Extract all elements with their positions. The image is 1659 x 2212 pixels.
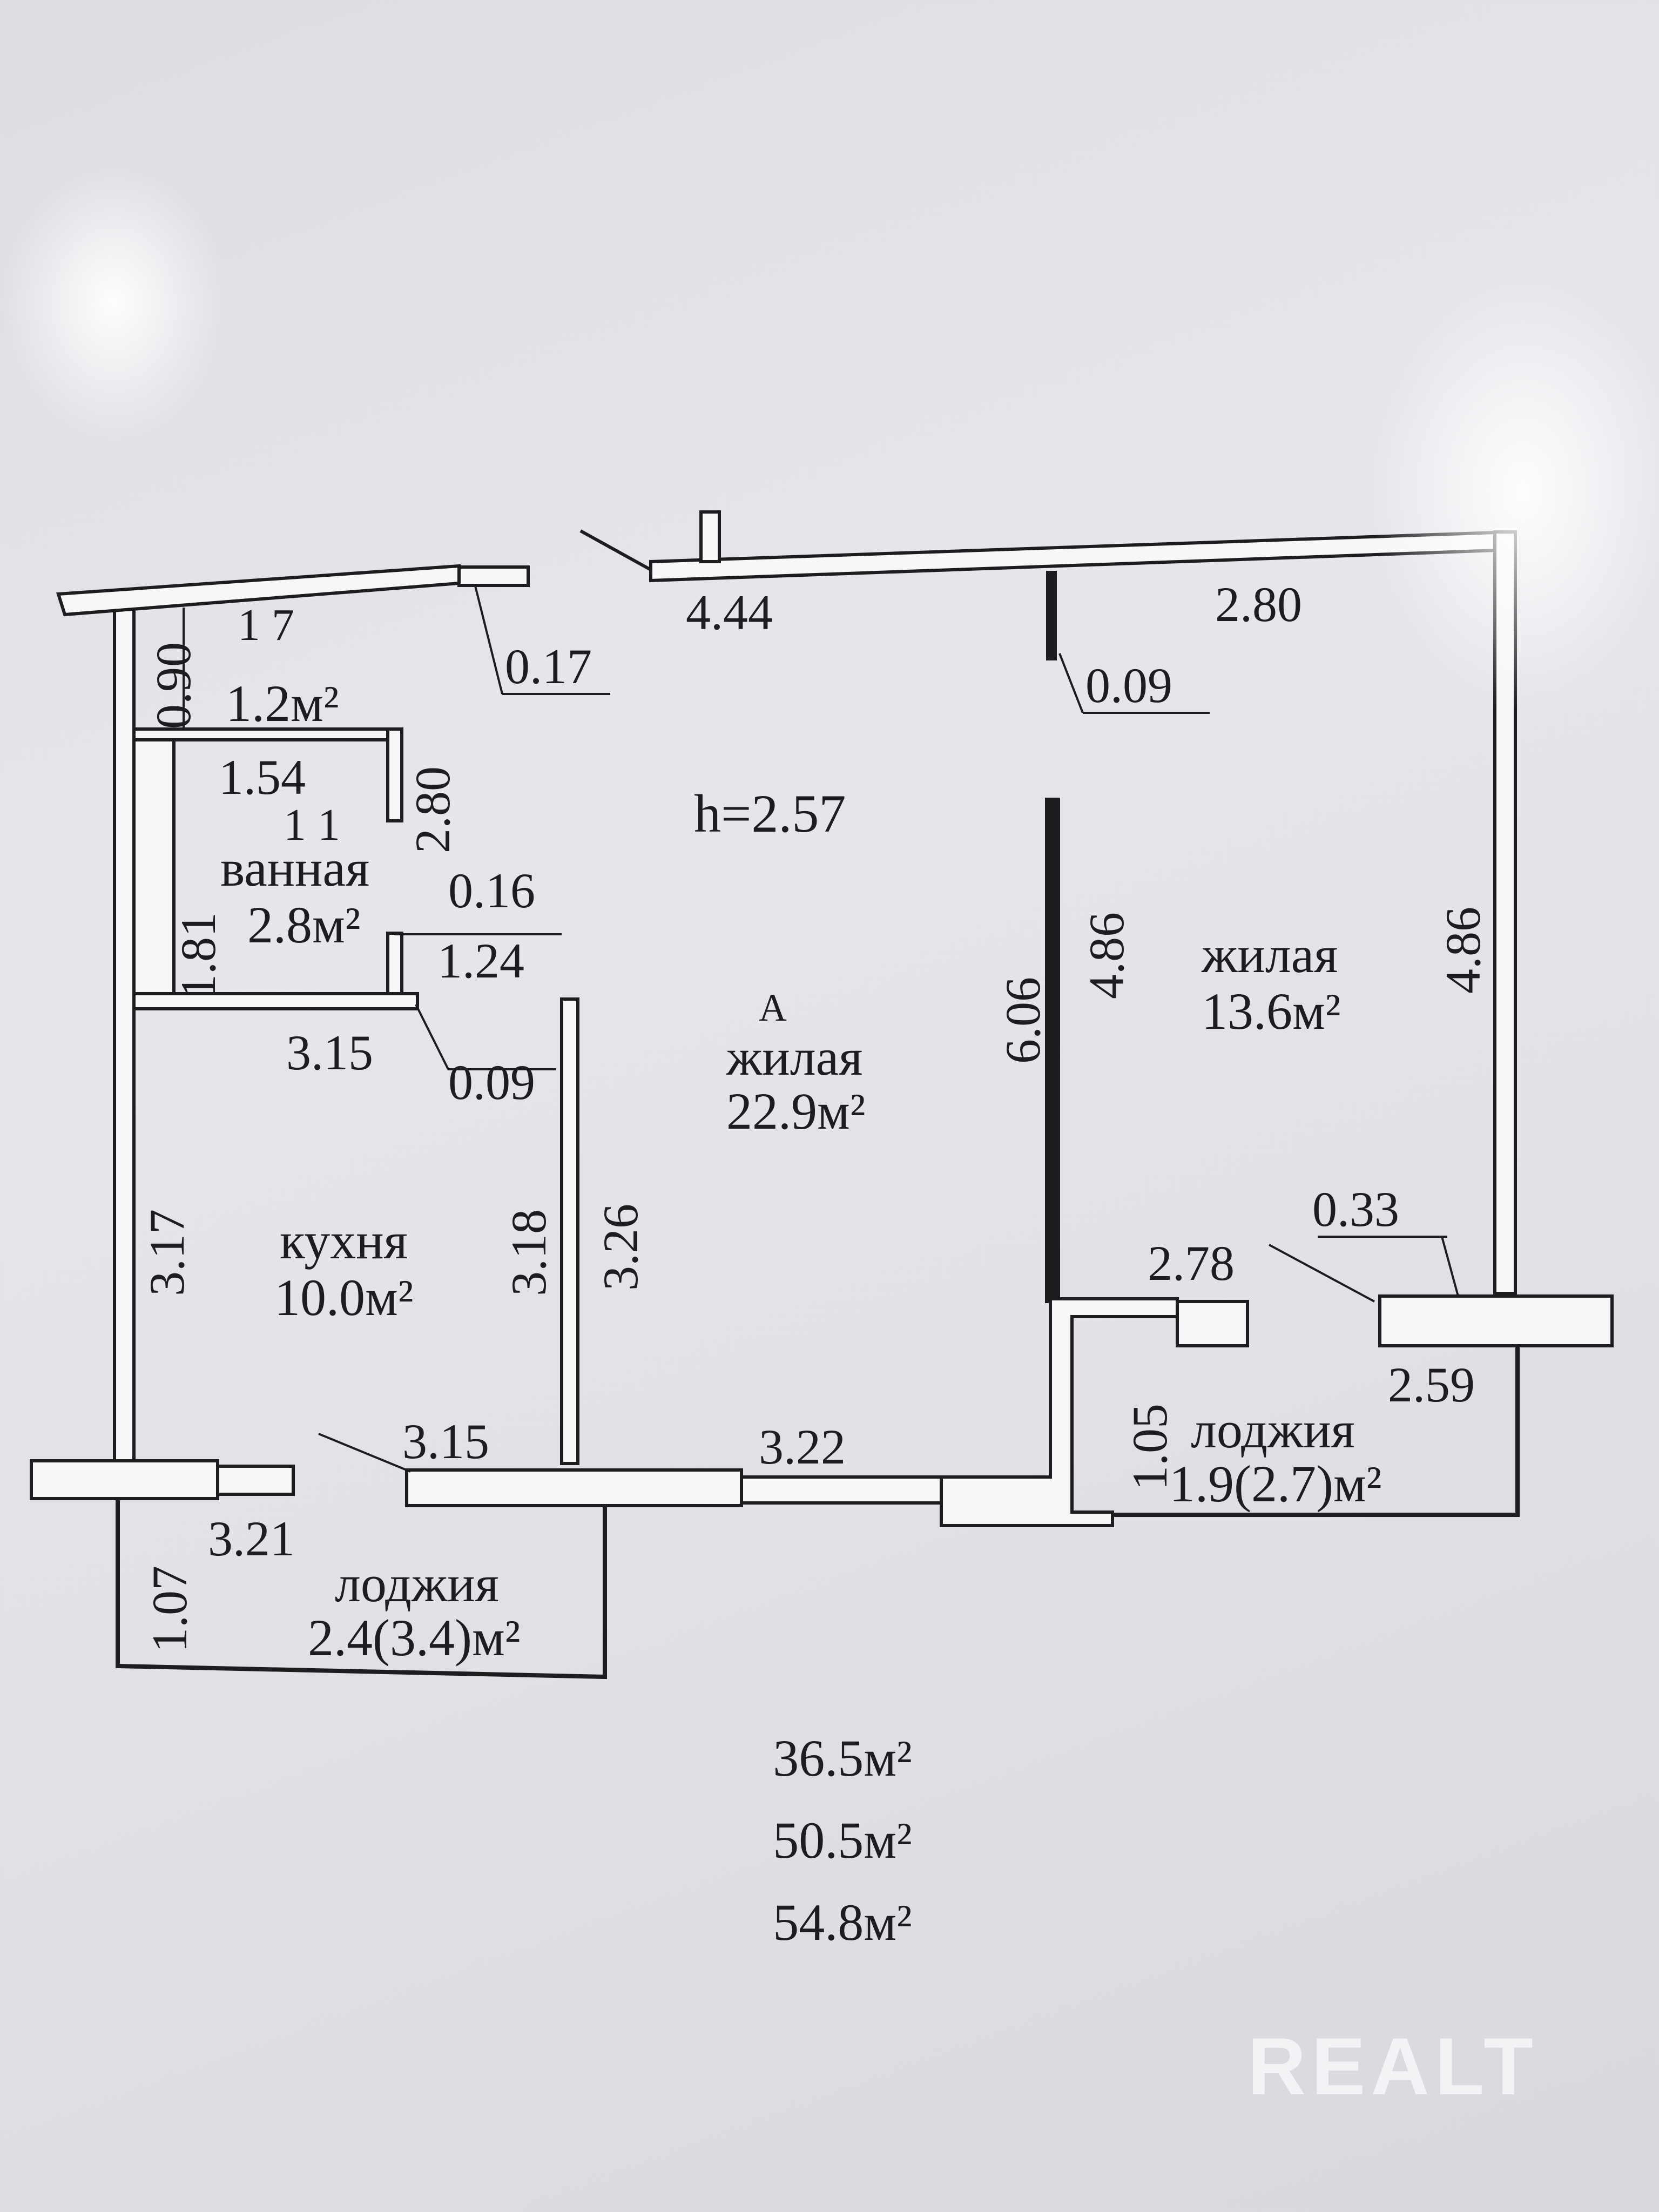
dim-bath-door: 1.24 [437,933,524,988]
light-glare-left [0,162,227,443]
dim-living-486-inner: 4.86 [1079,912,1134,999]
kitchen-name: кухня [280,1212,408,1270]
bath-door-jamb [386,932,403,995]
dim-bath-width: 1.54 [219,750,306,805]
dim-kitchen-left: 3.17 [139,1209,194,1296]
dim-kitchen-top: 3.15 [286,1025,373,1080]
left-outer-wall [113,606,136,1468]
top-partition [1046,571,1057,660]
right-wall-block [1378,1294,1614,1347]
dim-loggia-r-width: 2.78 [1148,1236,1235,1291]
dim-kitchen-bottom: 3.15 [402,1414,489,1469]
top-wall-stub [699,510,721,563]
realt-watermark: REALT [1247,2021,1539,2112]
bottom-wall-left [30,1459,219,1500]
bath-marks: 1 1 [284,800,340,850]
dim-living-606: 6.06 [995,977,1050,1064]
kitchen-partition [560,997,579,1465]
dim-partition-326: 3.26 [593,1204,648,1291]
living-window [740,1475,943,1505]
dim-living-486-outer: 4.86 [1435,907,1491,994]
living-right-name: жилая [1201,926,1338,983]
dim-loggia-r-side: 2.59 [1388,1357,1475,1412]
dim-top-right-wall: 2.80 [1215,577,1302,632]
wc-marks: 1 7 [238,600,294,650]
room-labels: 1.2м² ванная 2.8м² жилая 22.9м² жилая 13… [220,675,1381,1667]
wall-outlines [30,510,1614,1680]
loggia-left-area: 2.4(3.4)м² [308,1609,520,1667]
living-right-area: 13.6м² [1202,982,1341,1040]
dim-loggia-r-depth: 1.05 [1122,1404,1177,1491]
bath-left-wall [132,738,176,995]
loggia-right-door [1176,1300,1249,1347]
loggia-right-area: 1.9(2.7)м² [1169,1455,1381,1513]
dim-wc-width: 0.90 [146,642,201,729]
bottom-wall-right [940,1297,1179,1527]
dim-top-left-wall: 4.44 [686,585,773,640]
dim-wall-033: 0.33 [1312,1182,1399,1237]
dim-kitchen-right: 3.18 [501,1209,556,1296]
kitchen-area: 10.0м² [274,1269,414,1326]
bottom-wall-mid [405,1468,743,1507]
top-left-wall-stub [457,565,530,587]
light-glare-right [1372,270,1659,713]
dim-wall-009-kitchen: 0.09 [448,1055,535,1110]
loggia-right-name: лоджия [1191,1401,1355,1459]
living-large-name: жилая [726,1028,862,1086]
kitchen-window [216,1465,295,1496]
bath-bottom-wall [132,992,419,1010]
dim-wall-017: 0.17 [505,639,592,694]
dimension-labels: 4.44 2.80 0.17 0.09 1.54 0.16 1.24 3.15 … [139,577,1491,1653]
loggia-left-name: лоджия [335,1555,499,1613]
total-area: 50.5м² [773,1811,912,1869]
dim-window-322: 3.22 [759,1419,846,1474]
area-totals: 36.5м² 50.5м² 54.8м² [702,1717,983,1964]
dim-bath-height: 2.80 [405,766,460,853]
room-height: h=2.57 [694,784,846,844]
dim-wall-009-top: 0.09 [1085,658,1172,713]
bath-right-wall [386,727,403,822]
total-area-with-loggias: 54.8м² [773,1893,912,1951]
bathroom-area: 2.8м² [247,896,361,954]
dim-bath-depth: 1.81 [171,912,226,999]
wc-area: 1.2м² [226,675,339,732]
living-large-area: 22.9м² [726,1082,866,1140]
dim-loggia-l-width: 3.21 [208,1511,295,1566]
arrow-mark: A [759,986,787,1029]
bathroom-name: ванная [220,839,369,897]
dim-wall-016: 0.16 [448,863,535,918]
dim-loggia-l-depth: 1.07 [142,1566,197,1653]
total-living-area: 36.5м² [773,1729,912,1787]
